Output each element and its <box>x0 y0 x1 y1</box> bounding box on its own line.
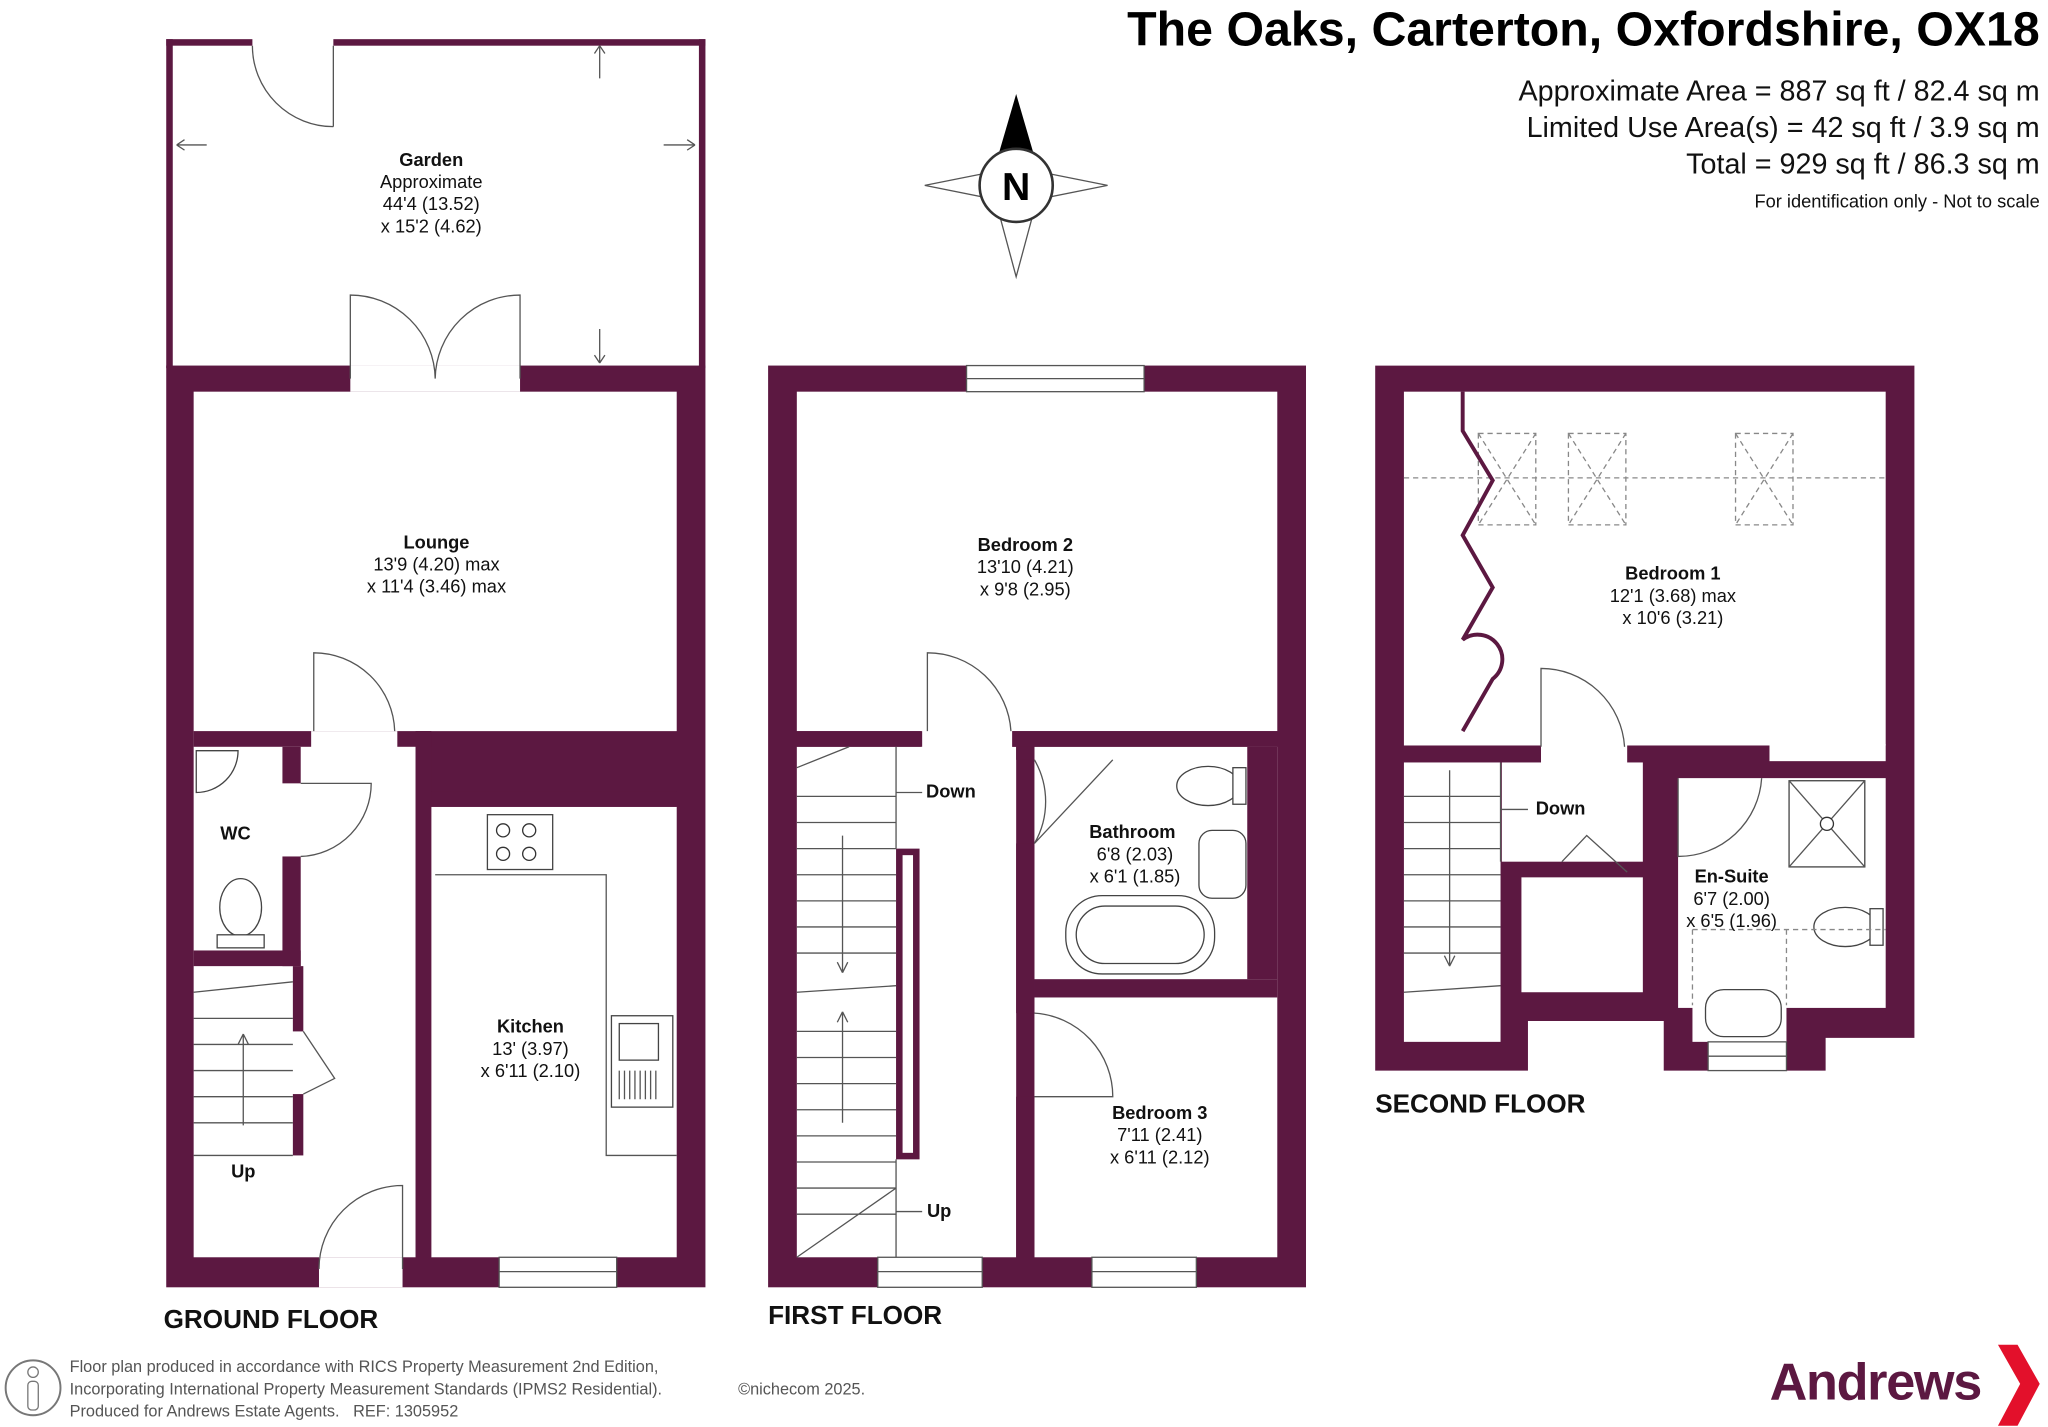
kitchen-length: 13' (3.97) <box>492 1038 569 1059</box>
bedroom-1-length: 12'1 (3.68) max <box>1610 585 1736 606</box>
second-floor-label: SECOND FLOOR <box>1375 1088 1585 1118</box>
rics-info-icon <box>4 1359 62 1417</box>
stairs-down-label: Down <box>1536 798 1586 819</box>
garden-label: Garden <box>399 149 463 170</box>
toilet-icon <box>1813 906 1884 948</box>
bath-icon <box>1065 894 1216 975</box>
limited-use-area: Limited Use Area(s) = 42 sq ft / 3.9 sq … <box>1527 112 2040 144</box>
garden-approx: Approximate <box>380 171 483 192</box>
bedroom-3-length: 7'11 (2.41) <box>1117 1124 1202 1145</box>
disclaimer: For identification only - Not to scale <box>1754 191 2039 212</box>
second-floor-plan: Bedroom 1 12'1 (3.68) max x 10'6 (3.21) … <box>1375 365 1915 1118</box>
basin-icon <box>1704 988 1782 1038</box>
footer-copyright: ©nichecom 2025. <box>738 1380 865 1398</box>
stairs-up-label: Up <box>231 1161 255 1182</box>
bedroom-1-width: x 10'6 (3.21) <box>1622 607 1723 628</box>
garden-width: x 15'2 (4.62) <box>381 215 482 236</box>
lounge-length: 13'9 (4.20) max <box>373 554 499 575</box>
bedroom-1-label: Bedroom 1 <box>1625 563 1720 584</box>
compass-north-label: N <box>1002 166 1030 209</box>
basin-icon <box>195 750 239 794</box>
footer-line-1: Floor plan produced in accordance with R… <box>70 1358 659 1376</box>
wc-label: WC <box>220 822 250 843</box>
property-title: The Oaks, Carterton, Oxfordshire, OX18 <box>1127 3 2040 57</box>
total-area: Total = 929 sq ft / 86.3 sq m <box>1686 149 2040 181</box>
bathroom-label: Bathroom <box>1089 821 1175 842</box>
kitchen-label: Kitchen <box>497 1016 564 1037</box>
compass-icon: N <box>924 94 1108 280</box>
bathroom-width: x 6'1 (1.85) <box>1090 866 1181 887</box>
lounge-label: Lounge <box>404 531 470 552</box>
garden-length: 44'4 (13.52) <box>383 193 480 214</box>
kitchen-width: x 6'11 (2.10) <box>481 1060 581 1081</box>
staircase <box>193 981 293 1157</box>
ensuite-length: 6'7 (2.00) <box>1693 888 1770 909</box>
bedroom-2-width: x 9'8 (2.95) <box>980 578 1071 599</box>
staircase <box>796 746 923 1258</box>
footer-line-3: Produced for Andrews Estate Agents. REF:… <box>70 1403 459 1421</box>
lounge-width: x 11'4 (3.46) max <box>367 576 506 597</box>
brand-chevron-icon <box>1997 1344 2040 1426</box>
bedroom-3-width: x 6'11 (2.12) <box>1110 1146 1210 1167</box>
hob-icon <box>486 814 554 871</box>
bathroom-length: 6'8 (2.03) <box>1097 843 1174 864</box>
basin-icon <box>1198 829 1247 899</box>
rooflight-icons <box>1403 432 1886 526</box>
toilet-icon <box>216 878 265 949</box>
stairs-up-label: Up <box>927 1200 951 1221</box>
ground-floor-plan: Garden Approximate 44'4 (13.52) x 15'2 (… <box>164 39 706 1334</box>
brand-name: Andrews <box>1770 1354 1981 1412</box>
staircase <box>1403 762 1528 993</box>
ensuite-label: En-Suite <box>1695 866 1769 887</box>
shower-icon <box>1788 780 1866 868</box>
bedroom-2-length: 13'10 (4.21) <box>977 556 1074 577</box>
first-floor-plan: Bedroom 2 13'10 (4.21) x 9'8 (2.95) Bath… <box>768 364 1307 1330</box>
kitchen-sink-icon <box>610 1015 674 1108</box>
bedroom-2-label: Bedroom 2 <box>978 534 1073 555</box>
bedroom-3-label: Bedroom 3 <box>1112 1102 1207 1123</box>
approximate-area: Approximate Area = 887 sq ft / 82.4 sq m <box>1519 76 2040 108</box>
stairs-down-label: Down <box>926 781 976 802</box>
toilet-icon <box>1176 765 1247 807</box>
andrews-logo: Andrews <box>1770 1344 2040 1426</box>
footer-line-2: Incorporating International Property Mea… <box>70 1380 662 1398</box>
ground-floor-label: GROUND FLOOR <box>164 1304 379 1334</box>
first-floor-label: FIRST FLOOR <box>768 1300 942 1330</box>
ensuite-width: x 6'5 (1.96) <box>1686 910 1777 931</box>
